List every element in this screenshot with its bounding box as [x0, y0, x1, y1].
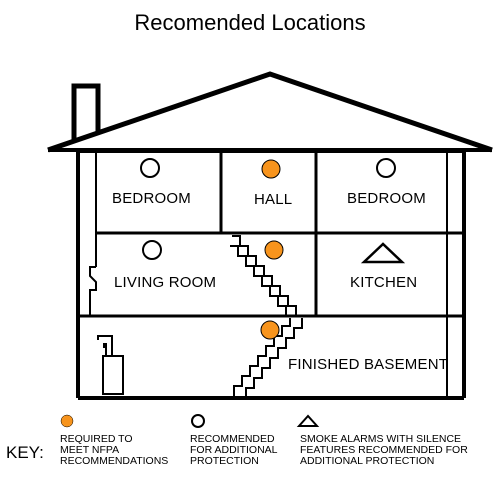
upper-stairs [232, 235, 297, 316]
key-silence-label: SMOKE ALARMS WITH SILENCE FEATURES RECOM… [300, 433, 468, 467]
marker-living-room [142, 240, 162, 260]
marker-kitchen-triangle [360, 242, 406, 264]
key-required-label: REQUIRED TO MEET NFPA RECOMMENDATIONS [60, 433, 169, 467]
basement-stairs-inner [233, 318, 291, 396]
marker-bedroom-right [376, 158, 396, 178]
water-heater [102, 355, 124, 395]
key-silence-triangle [296, 414, 320, 427]
water-heater-pipe-inner [103, 343, 107, 356]
marker-bedroom-left [140, 158, 160, 178]
water-heater-pipe [97, 335, 113, 356]
room-label-hall: HALL [254, 191, 293, 208]
marker-basement-stairs [260, 320, 280, 340]
fireplace-outline [89, 266, 97, 316]
room-label-kitchen: KITCHEN [350, 274, 418, 291]
room-label-bedroom-left: BEDROOM [112, 190, 191, 207]
marker-stairs-upper [264, 240, 284, 260]
room-label-finished-basement: FINISHED BASEMENT [288, 356, 449, 373]
room-label-living-room: LIVING ROOM [114, 274, 217, 291]
key-required-circle [60, 414, 74, 428]
key-recommended-circle [191, 414, 205, 428]
key-recommended-label: RECOMMENDED FOR ADDITIONAL PROTECTION [190, 433, 278, 467]
marker-hall [261, 159, 281, 179]
key-title: KEY: [6, 443, 44, 462]
room-label-bedroom-right: BEDROOM [347, 190, 426, 207]
basement-stairs [245, 318, 303, 396]
upper-stairs-inner [230, 245, 287, 316]
diagram-title: Recomended Locations [134, 10, 366, 35]
chimney [71, 83, 101, 142]
roof-outline [47, 71, 493, 153]
